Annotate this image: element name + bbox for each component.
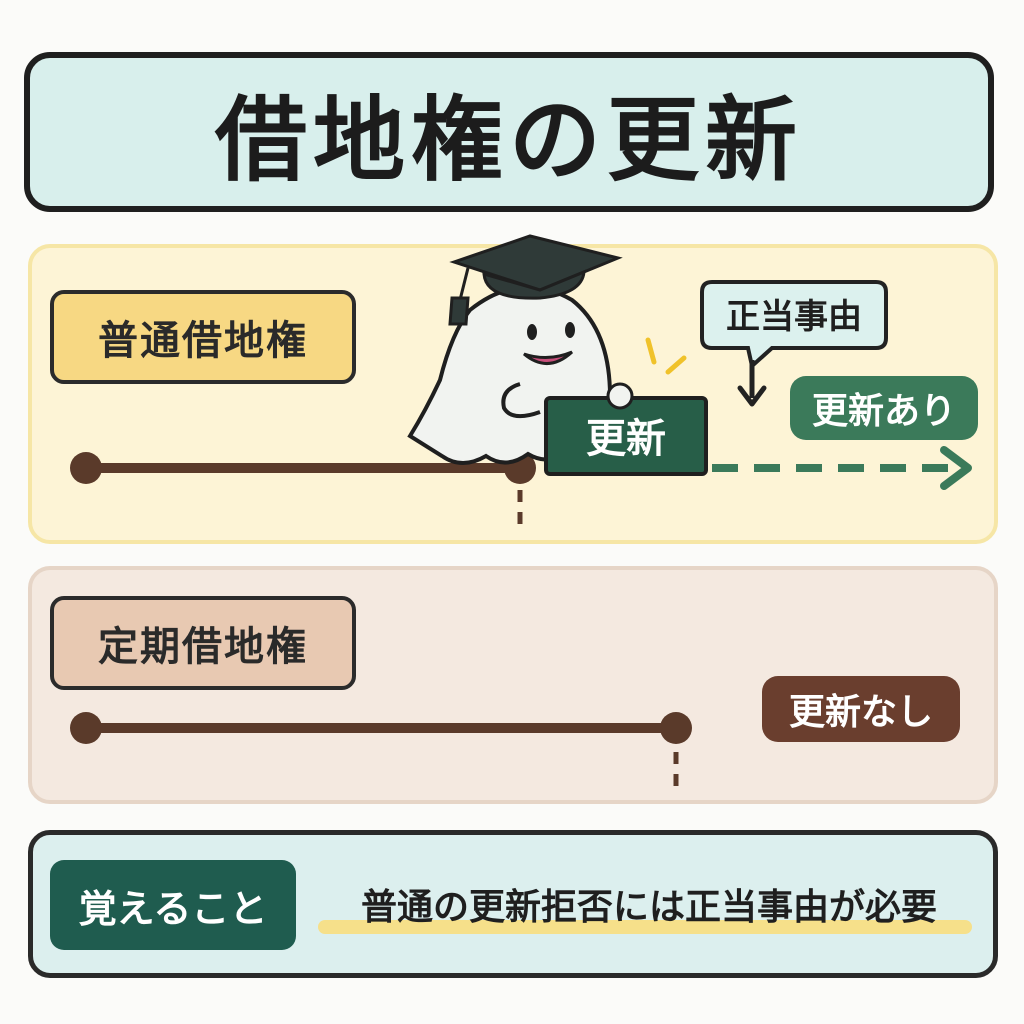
renew-sign-label: 更新 xyxy=(586,416,666,462)
reason-label: 正当事由 xyxy=(726,297,862,337)
page-title: 借地権の更新 xyxy=(214,86,803,194)
fixed-start-point xyxy=(70,712,102,744)
ordinary-timeline xyxy=(70,452,536,528)
ordinary-start-point xyxy=(70,452,102,484)
fixed-leasehold-tag: 定期借地権 xyxy=(50,596,356,690)
reason-bubble-shape xyxy=(700,280,888,370)
renew-sign: 更新 xyxy=(544,382,708,476)
title-banner: 借地権の更新 xyxy=(24,52,994,212)
memo-highlight xyxy=(318,920,972,934)
ordinary-leasehold-tag: 普通借地権 xyxy=(50,290,356,384)
renewal-yes-badge: 更新あり xyxy=(790,376,978,440)
memo-tag: 覚えること xyxy=(50,860,296,950)
reason-pointer-arrow-icon xyxy=(737,385,767,407)
fixed-timeline xyxy=(70,712,692,790)
reason-speech-bubble: 正当事由 xyxy=(700,280,888,407)
fixed-end-point xyxy=(660,712,692,744)
dashed-arrow-right-icon xyxy=(712,446,972,490)
memo-text: 普通の更新拒否には正当事由が必要 xyxy=(360,887,937,928)
renewal-arrow-head xyxy=(940,446,972,490)
mascot-hand xyxy=(606,382,634,410)
renewal-no-badge: 更新なし xyxy=(762,676,960,742)
